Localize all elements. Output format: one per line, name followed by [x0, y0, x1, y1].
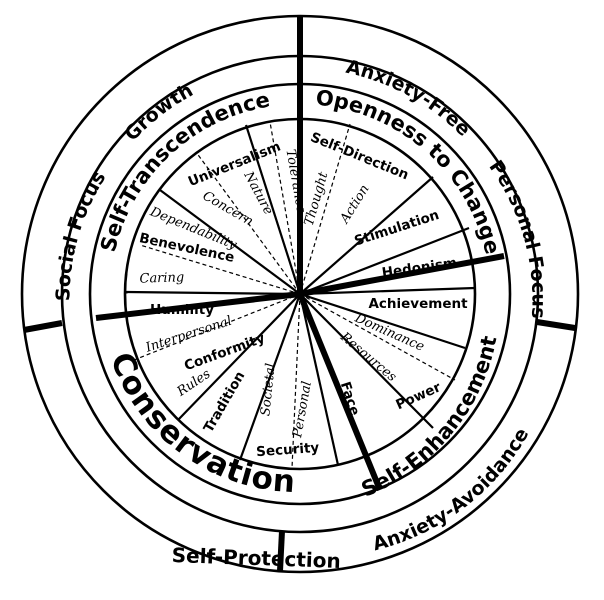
action-label: Action: [337, 182, 373, 227]
boundary-openness-enhancement: [299, 253, 505, 297]
dash-thought-action: [299, 123, 351, 295]
tolerance-label: Tolerance: [282, 148, 308, 215]
outer-sep-right: [536, 319, 576, 331]
self-protection-label: Self-Protection: [171, 543, 341, 573]
sep-humility-benevolence: [125, 290, 301, 296]
universalism-label: Universalism: [186, 138, 283, 190]
boundary-conservation-transcendence: [95, 291, 301, 321]
dash-nature-concern: [195, 151, 301, 295]
sep-face-security: [298, 293, 340, 466]
dash-dominance-resources: [299, 293, 456, 381]
caring-label: Caring: [139, 270, 184, 287]
boundary-enhancement-conservation: [297, 292, 383, 492]
sep-selfdirection-stimulation: [299, 176, 434, 295]
security-label: Security: [256, 440, 320, 460]
power-label: Power: [393, 379, 443, 413]
outer-sep-left: [23, 320, 63, 333]
dash-tolerance-nature: [269, 121, 301, 295]
sep-universalism-benevolence-top: [244, 124, 302, 295]
humility-label: Humility: [150, 302, 214, 318]
dash-interpersonal-rules: [133, 293, 301, 361]
sep-stimulation-hedonism: [299, 226, 470, 296]
achievement-label: Achievement: [368, 296, 468, 312]
personal-label: Personal: [290, 380, 315, 440]
dash-societal-personal: [291, 293, 301, 469]
personal-focus-label: Personal Focus: [485, 156, 550, 319]
sep-hedonism-achievement: [299, 286, 476, 296]
societal-label: Societal: [258, 362, 278, 416]
sep-power-face: [299, 293, 434, 429]
sep-benevolence-universalism: [159, 189, 301, 295]
sep-achievement-power: [299, 292, 466, 350]
anxiety-avoidance-label: Anxiety-Avoidance: [370, 424, 533, 555]
outer-sep-bottom: [277, 530, 285, 572]
sep-security-tradition: [238, 293, 302, 461]
sep-tradition-conformity: [177, 293, 301, 421]
